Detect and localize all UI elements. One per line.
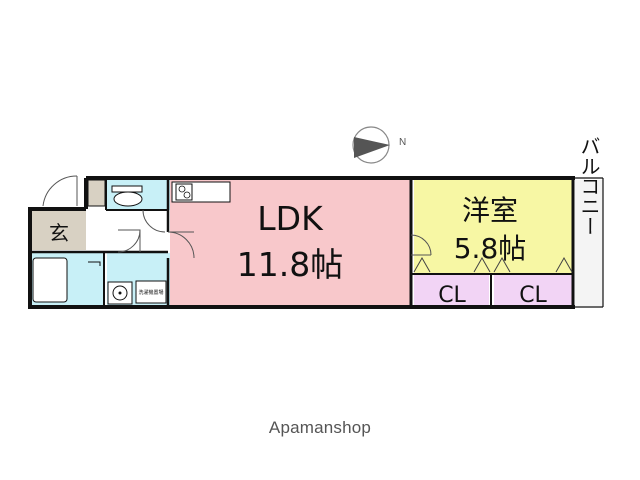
washer-label: 洗濯機置場 [138, 289, 163, 296]
closet-1-label: CL [438, 283, 466, 308]
washroom-fixtures: 洗濯機置場 [107, 280, 167, 305]
closet-2-area [494, 275, 572, 306]
compass-label: N [399, 137, 406, 148]
closet-1-area [414, 275, 489, 306]
north-arrow-icon [354, 137, 390, 158]
entrance-door [42, 175, 78, 207]
entrance-label: 玄 [49, 221, 69, 245]
balcony-area [575, 180, 603, 306]
ldk-size: 11.8帖 [237, 245, 343, 284]
closet-2-label: CL [519, 283, 547, 308]
bathtub [32, 257, 101, 303]
ldk-name: LDK [257, 199, 324, 238]
walls [28, 176, 604, 309]
toilet-fixture [111, 185, 143, 207]
western-name: 洋室 [462, 194, 518, 227]
stove-icon [175, 183, 193, 201]
washer-space [135, 280, 167, 304]
interior-doors [117, 209, 432, 259]
balcony-label: バルコニー [577, 136, 601, 236]
entrance-area [31, 209, 86, 250]
compass: N [352, 126, 406, 164]
shoe-cabinet [87, 179, 106, 207]
brand-watermark: Apamanshop [268, 418, 372, 437]
western-room [414, 180, 572, 273]
kitchen-counter [171, 181, 231, 203]
western-size: 5.8帖 [454, 232, 527, 265]
closet-hangers [413, 256, 573, 273]
